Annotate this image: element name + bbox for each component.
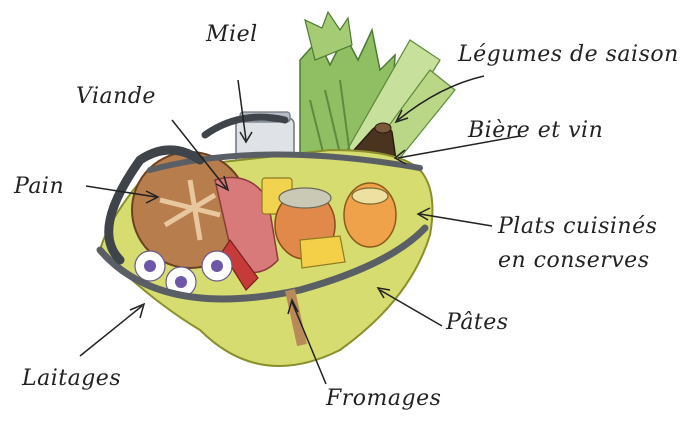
label-canned-dishes-line2: en conserves <box>498 244 657 278</box>
label-meat: Viande <box>76 84 156 109</box>
label-canned-dishes: Plats cuisinés en conserves <box>498 210 657 278</box>
label-dairy: Laitages <box>22 366 121 391</box>
label-beer-and-wine: Bière et vin <box>468 118 603 143</box>
basket-drawing <box>100 117 432 366</box>
label-canned-dishes-line1: Plats cuisinés <box>498 210 657 244</box>
label-honey: Miel <box>206 22 258 47</box>
label-seasonal-vegetables: Légumes de saison <box>458 42 679 67</box>
label-cheeses: Fromages <box>326 386 441 411</box>
label-bread: Pain <box>14 174 64 199</box>
label-pasta: Pâtes <box>446 310 509 335</box>
